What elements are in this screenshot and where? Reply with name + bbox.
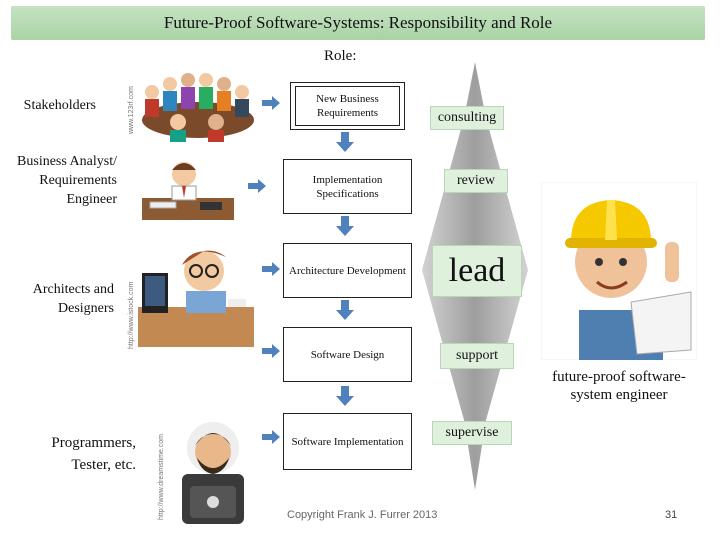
label-programmers: Programmers, Tester, etc. — [51, 435, 136, 473]
arrow-down-1 — [336, 132, 354, 152]
role-review: review — [444, 169, 508, 193]
step-label: Software Design — [310, 348, 385, 361]
arrow-right-4 — [262, 344, 280, 358]
step-label: Implementation Specifications — [312, 173, 383, 200]
arrow-right-3 — [262, 262, 280, 276]
step-software-implementation: Software Implementation — [283, 413, 412, 470]
role-header: Role: — [324, 48, 357, 64]
down-arrows — [336, 132, 354, 406]
role-consulting: consulting — [430, 106, 504, 130]
role-label: lead — [448, 252, 506, 289]
architect-at-computer-image — [138, 250, 254, 347]
programmer-laptop-image — [182, 422, 244, 524]
arrow-down-2 — [336, 216, 354, 236]
copyright: Copyright Frank J. Furrer 2013 — [287, 509, 438, 521]
arrow-down-3 — [336, 300, 354, 320]
arrow-right-1 — [262, 96, 280, 110]
label-architects: Architects and Designers — [32, 282, 114, 316]
role-label: support — [456, 348, 498, 363]
label-stakeholders: Stakeholders — [23, 98, 96, 113]
step-architecture-development: Architecture Development — [283, 243, 412, 298]
role-label: review — [456, 173, 496, 188]
stressed-analyst-image — [142, 162, 234, 220]
step-label: Architecture Development — [289, 264, 406, 277]
slide-title: Future-Proof Software-Systems: Responsib… — [11, 6, 705, 40]
arrow-down-4 — [336, 386, 354, 406]
arrow-right-5 — [262, 430, 280, 444]
right-arrows — [248, 96, 280, 444]
step-label: New Business Requirements — [316, 93, 379, 119]
role-label: consulting — [437, 110, 497, 125]
step-label: Software Implementation — [291, 435, 404, 448]
role-lead: lead — [432, 245, 522, 297]
label-business-analyst: Business Analyst/ Requirements Engineer — [17, 154, 117, 207]
meeting-group-image — [142, 73, 254, 142]
engineer-with-hardhat-image — [541, 182, 697, 360]
role-supervise: supervise — [432, 421, 512, 445]
step-software-design: Software Design — [283, 327, 412, 382]
arrow-right-2 — [248, 179, 266, 193]
page-number: 31 — [665, 509, 678, 521]
role-support: support — [440, 343, 514, 369]
engineer-label: future-proof software-system engineer — [552, 369, 686, 403]
step-implementation-specifications: Implementation Specifications — [283, 159, 412, 214]
step-new-business-requirements: New Business Requirements — [290, 82, 405, 130]
role-label: supervise — [445, 425, 499, 440]
